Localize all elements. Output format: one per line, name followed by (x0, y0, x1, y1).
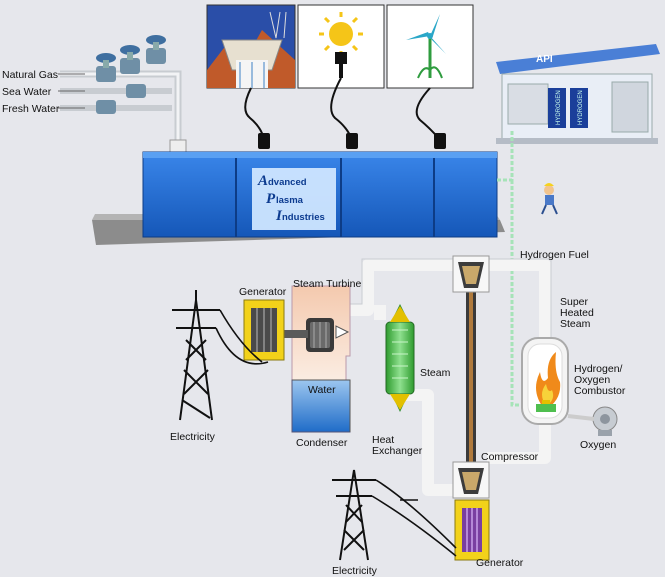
arrow-icon (335, 325, 350, 339)
company-logo: A dvanced P lasma I ndustries (252, 168, 336, 230)
label-natural-gas: Natural Gas (2, 69, 58, 81)
electricity-tower-bottom (332, 469, 376, 561)
logo-word-3: ndustries (282, 212, 325, 223)
label-electricity-left: Electricity (170, 431, 216, 443)
steam-pipe-outline (345, 258, 552, 345)
label-condenser: Condenser (296, 437, 348, 449)
plasma-tank (92, 151, 505, 245)
dam-icon (206, 4, 296, 89)
wind-turbine-icon (386, 4, 474, 89)
label-generator-top: Generator (239, 286, 287, 298)
label-electricity-bottom: Electricity (332, 565, 378, 577)
label-heat-exchanger-1: Heat (372, 434, 394, 446)
oxygen-pump-icon (567, 406, 618, 436)
pump-label-left: HYDROGEN (556, 90, 562, 125)
label-super-heated-2: Heated (560, 307, 594, 319)
electricity-tower-left (172, 290, 220, 421)
labels: Natural Gas Sea Water Fresh Water Hydrog… (2, 69, 626, 577)
hydrogen-station: API HYDROGEN HYDROGEN (496, 44, 660, 144)
input-pipes (58, 70, 187, 153)
label-generator-bottom: Generator (476, 557, 524, 569)
label-steam-turbine: Steam Turbine (293, 278, 361, 290)
combustor-chamber (521, 337, 569, 425)
label-combustor-2: Oxygen (574, 374, 610, 386)
label-water: Water (308, 384, 336, 396)
logo-initial-3: I (275, 208, 283, 224)
compressor-unit (452, 461, 490, 499)
logo-initial-2: P (266, 191, 276, 207)
label-oxygen: Oxygen (580, 439, 616, 451)
logo-word-2: lasma (276, 195, 304, 206)
upper-turbine-unit (452, 255, 490, 293)
steam-pipes (345, 259, 551, 496)
label-super-heated-1: Super (560, 296, 589, 308)
generator-shaft (276, 330, 308, 338)
label-steam: Steam (420, 367, 451, 379)
label-sea-water: Sea Water (2, 86, 52, 98)
solar-bulb-icon (297, 4, 385, 89)
label-compressor: Compressor (481, 451, 539, 463)
heat-exchanger (385, 304, 415, 412)
bottom-generator (454, 499, 490, 561)
logo-word-1: dvanced (268, 177, 307, 188)
label-heat-exchanger-2: Exchanger (372, 445, 423, 457)
label-combustor-3: Combustor (574, 385, 626, 397)
worker-icon (541, 183, 558, 215)
top-generator (243, 299, 285, 361)
valve-icons (96, 35, 166, 114)
label-hydrogen-fuel: Hydrogen Fuel (520, 249, 589, 261)
plug-icons (258, 133, 446, 149)
label-combustor-1: Hydrogen/ (574, 363, 623, 375)
steam-turbine-rotor (306, 318, 334, 352)
condenser (291, 285, 351, 433)
label-super-heated-3: Steam (560, 318, 591, 330)
label-fresh-water: Fresh Water (2, 103, 60, 115)
power-lines (215, 309, 457, 557)
turbine-shaft (466, 290, 476, 465)
logo-initial-1: A (257, 173, 268, 189)
station-sign: API (536, 54, 553, 65)
pump-label-right: HYDROGEN (578, 90, 584, 125)
